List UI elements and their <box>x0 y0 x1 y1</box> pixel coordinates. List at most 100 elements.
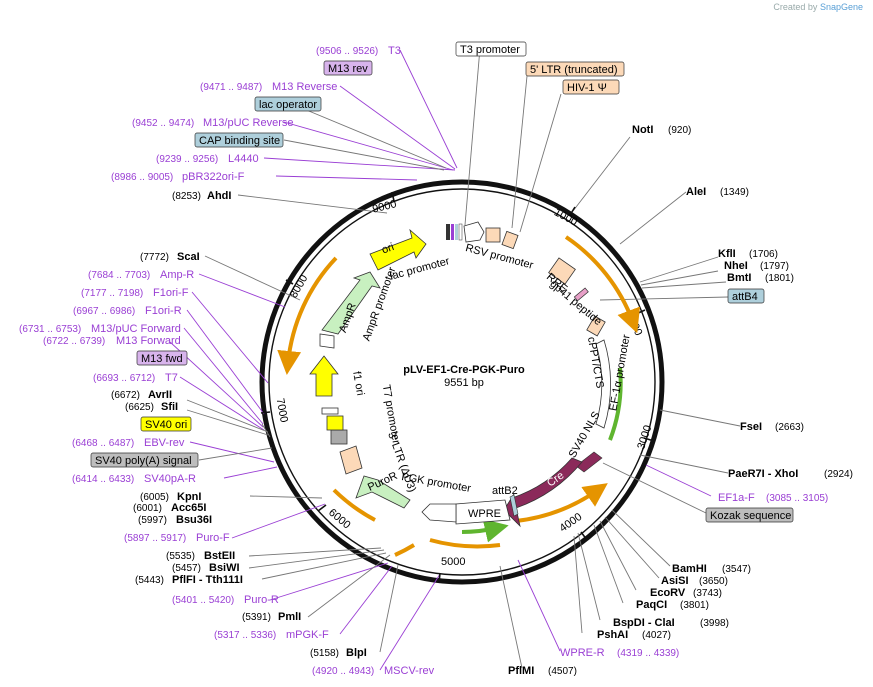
enzyme-name: BmtI <box>727 272 751 284</box>
primer-name: WPRE-R <box>560 647 605 659</box>
enzyme-name: KflI <box>718 248 736 260</box>
enzyme-pos: (3998) <box>700 618 729 629</box>
lac-marker <box>446 224 450 240</box>
enzyme-pos: (5457) <box>172 563 201 574</box>
enzyme-name: AsiSI <box>661 575 689 587</box>
primer-name: SV40pA-R <box>144 473 196 485</box>
primer-name: F1ori-F <box>153 287 189 299</box>
primer-name: EBV-rev <box>144 437 185 449</box>
primer-name: T7 <box>165 372 178 384</box>
enzyme-pos: (1706) <box>749 249 778 260</box>
feature-box-label: attB4 <box>732 291 758 303</box>
right-callouts: T3 promoter 5' LTR (truncated) HIV-1 Ψ N… <box>455 41 853 677</box>
feature-box <box>727 288 765 304</box>
enzyme-pos: (920) <box>668 125 691 136</box>
primer-name: M13 Forward <box>116 335 181 347</box>
primer-pos: (6468 .. 6487) <box>72 438 134 449</box>
m13-marker <box>451 224 454 240</box>
feature-box-label: M13 fwd <box>141 353 183 365</box>
enzyme-name: FseI <box>740 421 762 433</box>
feature-box-label: CAP binding site <box>199 135 280 147</box>
enzyme-pos: (1797) <box>760 261 789 272</box>
feature-box-label: SV40 poly(A) signal <box>95 455 192 467</box>
enzyme-name: PaeR7I - XhoI <box>728 468 798 480</box>
left-callouts: (9506 .. 9526) T3 M13 rev (9471 .. 9487)… <box>19 45 435 677</box>
feature-box <box>525 61 625 77</box>
enzyme-name: ScaI <box>177 251 200 263</box>
wpre-block <box>455 499 511 525</box>
enzyme-name: PshAI <box>597 629 628 641</box>
primer-name: M13 Reverse <box>272 81 337 93</box>
primer-name: Amp-R <box>160 269 194 281</box>
t3-marker <box>458 223 463 241</box>
primer-name: pBR322ori-F <box>182 171 245 183</box>
feature-box-label: SV40 ori <box>145 419 187 431</box>
primer-name: M13/pUC Reverse <box>203 117 293 129</box>
feature-box-label: HIV-1 Ψ <box>567 82 607 94</box>
cap-marker <box>455 224 458 240</box>
features <box>309 221 611 528</box>
primer-leader-lines-right <box>517 464 712 652</box>
enzyme-pos: (5391) <box>242 612 271 623</box>
primer-pos: (6414 .. 6433) <box>72 474 134 485</box>
3ltr-block <box>339 445 363 475</box>
ori-arrow <box>369 228 427 271</box>
enzyme-pos: (5535) <box>166 551 195 562</box>
feature-box <box>90 452 199 468</box>
primer-pos: (9506 .. 9526) <box>316 46 378 57</box>
enzyme-pos: (4507) <box>548 666 577 677</box>
primer-name: F1ori-R <box>145 305 182 317</box>
primer-pos: (7684 .. 7703) <box>88 270 150 281</box>
enzyme-name: AleI <box>686 186 706 198</box>
tick-label: 2000 <box>623 310 644 337</box>
plasmid-size: 9551 bp <box>444 377 484 389</box>
enzyme-pos: (5158) <box>310 648 339 659</box>
primer-pos: (6731 .. 6753) <box>19 324 81 335</box>
feature-box <box>455 41 527 57</box>
primer-pos: (5317 .. 5336) <box>214 630 276 641</box>
enzyme-pos: (3743) <box>693 588 722 599</box>
enzyme-name: BlpI <box>346 647 367 659</box>
snapgene-credit: Created by SnapGene <box>773 2 863 12</box>
sv40-ori-block <box>326 415 344 431</box>
feature-box-label: M13 rev <box>328 63 368 75</box>
pgk-promoter-arrow <box>421 503 457 523</box>
enzyme-name: NheI <box>724 260 748 272</box>
feature-label: EF-1α promoter <box>607 333 632 412</box>
attb2-block <box>509 494 519 517</box>
enzyme-name: Bsu36I <box>176 514 212 526</box>
enzyme-name: EcoRV <box>650 587 686 599</box>
enzyme-pos: (7772) <box>140 252 169 263</box>
enzyme-pos: (6672) <box>111 390 140 401</box>
primer-name: mPGK-F <box>286 629 329 641</box>
cppt-block <box>586 315 606 337</box>
tick-label: 1000 <box>552 206 579 228</box>
feature-label: gp41 peptide <box>547 278 603 328</box>
rsv-promoter-arrow <box>463 221 485 243</box>
enzyme-name: PmlI <box>278 611 301 623</box>
feature-label: RSV promoter <box>464 242 535 272</box>
enzyme-pos: (1349) <box>720 187 749 198</box>
primer-name: MSCV-rev <box>384 665 435 677</box>
feature-box <box>562 79 620 95</box>
primer-name: Puro-F <box>196 532 230 544</box>
feature-box-label: Kozak sequence <box>710 510 791 522</box>
primer-pos: (5897 .. 5917) <box>124 533 186 544</box>
enzyme-pos: (8253) <box>172 191 201 202</box>
feature-label: T7 promoter <box>380 384 402 445</box>
primer-name: L4440 <box>228 153 259 165</box>
backbone <box>259 179 665 585</box>
primer-pos: (8986 .. 9005) <box>111 172 173 183</box>
enzyme-pos: (5997) <box>138 515 167 526</box>
enzyme-name: BstEII <box>204 550 235 562</box>
feature-labels: RSV promoter RRE gp41 peptide cPPT/CTS E… <box>337 241 633 520</box>
primer-pos: (6722 .. 6739) <box>43 336 105 347</box>
enzyme-pos: (5443) <box>135 575 164 586</box>
ampr-arrow <box>321 271 381 335</box>
primer-name: M13/pUC Forward <box>91 323 181 335</box>
ef1a-promoter-arrow <box>595 339 611 429</box>
enzyme-name: BsiWI <box>209 562 240 574</box>
feature-box <box>140 416 192 432</box>
feature-box <box>194 132 284 148</box>
